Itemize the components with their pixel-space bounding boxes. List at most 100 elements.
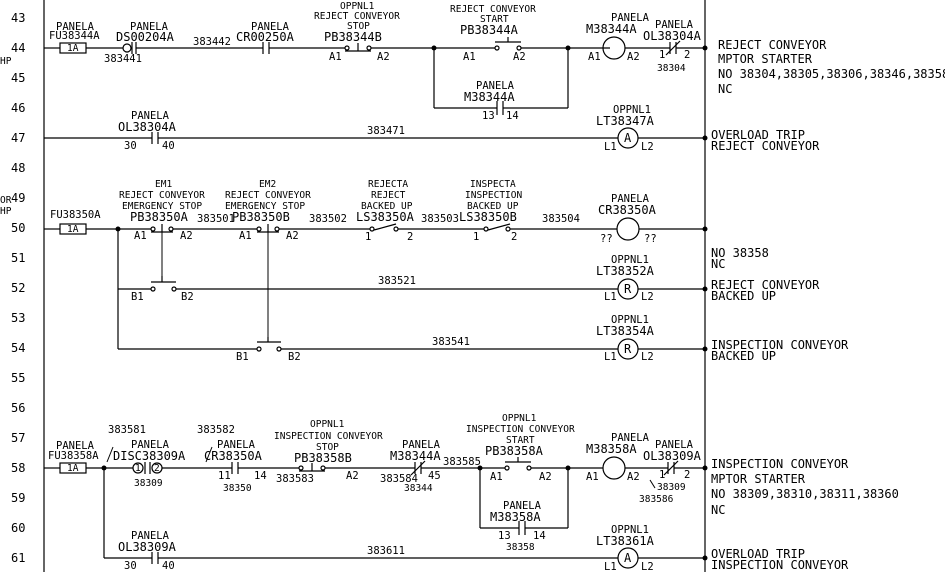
rung-description: BACKED UP <box>711 349 776 363</box>
rung-cross-reference: NC <box>711 503 725 517</box>
rung-description: INSPECTION CONVEYOR <box>711 457 849 471</box>
terminal-label: A2 <box>539 471 552 483</box>
overload-panel: PANELA <box>655 439 694 451</box>
terminal-label: A2 <box>286 230 299 242</box>
overload-tag: OL38304A <box>118 120 177 134</box>
rung-number: 56 <box>11 401 25 415</box>
limit-switch-contact-symbol <box>483 226 489 232</box>
contact-panel: PANELA <box>217 439 256 451</box>
rung-description: MPTOR STARTER <box>711 472 806 486</box>
rung-number: 53 <box>11 311 25 325</box>
edge-fragment: HP <box>0 56 12 67</box>
wire-number: 383584 <box>380 473 418 485</box>
rung-description: OVERLOAD TRIP <box>711 128 805 142</box>
overload-tag: OL38309A <box>118 540 177 554</box>
limit-switch-contact-symbol <box>369 226 375 232</box>
terminal-label: L1 <box>604 291 617 303</box>
rung-number: 47 <box>11 131 25 145</box>
limit-switch-label: REJECTA <box>368 179 408 190</box>
start-tag: PB38344A <box>460 23 519 37</box>
terminal-label: A1 <box>463 51 476 63</box>
overload-panel: PANELA <box>131 530 170 542</box>
seal-in-panel: PANELA <box>503 500 542 512</box>
terminal-label: ?? <box>644 233 657 245</box>
disconnect-tag: DISC38309A <box>113 449 186 463</box>
start-label: REJECT CONVEYOR <box>450 4 536 15</box>
estop-pb-tag: PB38350B <box>232 210 290 224</box>
wire-number: 383503 <box>421 213 459 225</box>
wire-number: 383441 <box>104 53 142 65</box>
rung-44: 1A PANELA FU38344A 383441 PANELA DS00204… <box>44 1 945 122</box>
estop-aux-contact-symbol <box>256 346 262 352</box>
wire-number: 383581 <box>108 424 146 436</box>
terminal-label: L1 <box>604 351 617 363</box>
terminal-label: 13 <box>498 530 511 542</box>
wire-number: 383611 <box>367 545 405 557</box>
terminal-label: L1 <box>604 561 617 572</box>
edge-fragment: HP <box>0 206 12 217</box>
wire-number: 383501 <box>197 213 235 225</box>
terminal-label: ?? <box>600 233 613 245</box>
terminal-label: A1 <box>588 51 601 63</box>
terminal-label: A2 <box>627 471 640 483</box>
stop-label: STOP <box>316 442 339 453</box>
interlock-panel: PANELA <box>402 439 441 451</box>
stop-panel: OPPNL1 <box>310 419 345 430</box>
terminal-label: L1 <box>604 141 617 153</box>
terminal-label: 45 <box>428 470 441 482</box>
wire-number: 383504 <box>542 213 580 225</box>
limit-switch-label: BACKED UP <box>361 201 413 212</box>
fuse-tag: FU38350A <box>50 209 101 221</box>
wire-number: 383521 <box>378 275 416 287</box>
overload-panel: PANELA <box>131 110 170 122</box>
estop-label: EMERGENCY STOP <box>122 201 202 212</box>
stop-label: STOP <box>347 21 370 32</box>
terminal-label: L2 <box>641 351 654 363</box>
estop-contact-symbol <box>150 226 156 232</box>
pilot-light-letter: R <box>624 342 632 356</box>
coil-tag: M38358A <box>586 442 637 456</box>
start-label: START <box>480 14 509 25</box>
seal-in-tag: M38358A <box>490 510 541 524</box>
rung-50: 1A FU38350A EM1 REJECT CONVEYOR EMERGENC… <box>44 179 769 271</box>
fuse-rating: 1A <box>67 224 79 235</box>
estop-contact-symbol <box>256 226 262 232</box>
wire-number: 383442 <box>193 36 231 48</box>
terminal-label: A1 <box>239 230 252 242</box>
fuse-tag: FU38344A <box>49 30 100 42</box>
terminal-label: A2 <box>377 51 390 63</box>
rung-description: BACKED UP <box>711 289 776 303</box>
pushbutton-nc-symbol <box>344 45 350 51</box>
fuse-tag: FU38358A <box>48 450 99 462</box>
pilot-light-tag: LT38352A <box>596 264 655 278</box>
pushbutton-no-symbol <box>494 45 500 51</box>
limit-switch-label: REJECT <box>371 190 406 201</box>
start-tag: PB38358A <box>485 444 544 458</box>
coil-tag: M38344A <box>586 22 637 36</box>
terminal-label: 1 <box>659 49 665 61</box>
fuse-rating: 1A <box>67 43 79 54</box>
terminal-label: 14 <box>506 110 519 122</box>
rung-number: 55 <box>11 371 25 385</box>
terminal-label: 1 <box>365 231 371 243</box>
estop-label: EMERGENCY STOP <box>225 201 305 212</box>
rung-number: 57 <box>11 431 25 445</box>
rung-description: MPTOR STARTER <box>718 52 813 66</box>
disconnect-terminal <box>132 462 144 474</box>
rung-61: PANELA OL38309A 30 40 383611 A OPPNL1 LT… <box>104 524 849 572</box>
terminal-label: L2 <box>641 291 654 303</box>
pilot-light-panel: OPPNL1 <box>613 104 651 116</box>
contact-tag: CR38350A <box>204 449 263 463</box>
terminal-label: 1 <box>473 231 479 243</box>
overload-tag: OL38304A <box>643 29 702 43</box>
rung-number: 54 <box>11 341 25 355</box>
seal-in-tag: M38344A <box>464 90 515 104</box>
terminal-label: A2 <box>346 470 359 482</box>
rung-cross-reference: NO 38304,38305,38306,38346,38358 <box>718 67 945 81</box>
fuse-panel: PANELA <box>56 21 95 33</box>
terminal-label: B1 <box>131 291 144 303</box>
control-relay-coil <box>616 217 640 241</box>
rung-number: 44 <box>11 41 25 55</box>
terminal-label: A2 <box>627 51 640 63</box>
